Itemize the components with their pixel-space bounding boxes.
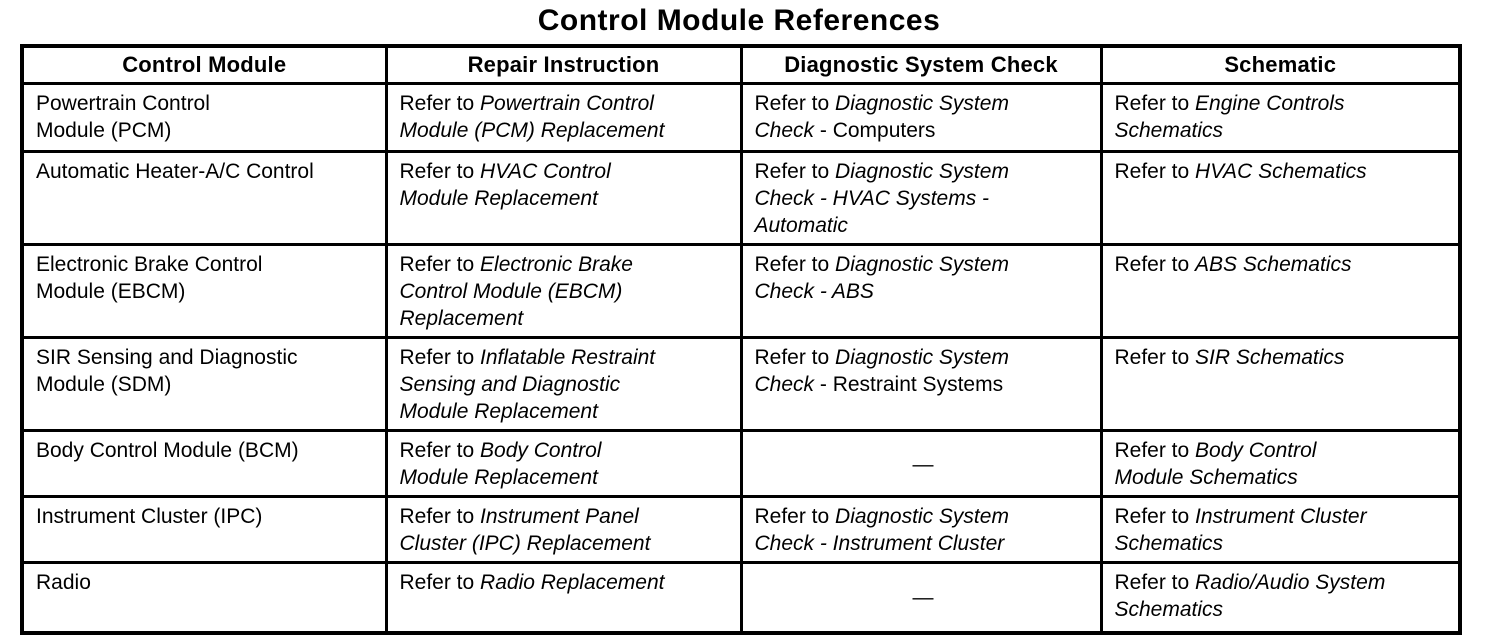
table-row-radio: Radio Refer to Radio Replacement — Refer… <box>20 561 1462 634</box>
cell-control-module: Electronic Brake Control Module (EBCM) <box>20 243 388 339</box>
cell-repair-instruction: Refer to Radio Replacement <box>384 561 743 634</box>
cell-control-module: SIR Sensing and Diagnostic Module (SDM) <box>20 336 388 432</box>
cell-schematic: Refer to Body Control Module Schematics <box>1099 429 1462 498</box>
cell-diagnostic-system-check: Refer to Diagnostic System Check - Restr… <box>739 336 1103 432</box>
table-row-hvac: Automatic Heater-A/C Control Refer to HV… <box>20 150 1462 246</box>
cell-schematic: Refer to Radio/Audio System Schematics <box>1099 561 1462 634</box>
column-header-control-module: Control Module <box>20 44 388 85</box>
table-row-sdm: SIR Sensing and Diagnostic Module (SDM) … <box>20 336 1462 432</box>
cell-schematic: Refer to ABS Schematics <box>1099 243 1462 339</box>
cell-repair-instruction: Refer to Electronic Brake Control Module… <box>384 243 743 339</box>
table-row-ebcm: Electronic Brake Control Module (EBCM) R… <box>20 243 1462 339</box>
table-row-pcm: Powertrain Control Module (PCM) Refer to… <box>20 82 1462 153</box>
cell-control-module: Instrument Cluster (IPC) <box>20 495 388 564</box>
table-row-ipc: Instrument Cluster (IPC) Refer to Instru… <box>20 495 1462 564</box>
cell-diagnostic-system-check: — <box>739 429 1103 498</box>
cell-diagnostic-system-check: — <box>739 561 1103 634</box>
cell-repair-instruction: Refer to Body Control Module Replacement <box>384 429 743 498</box>
table-header-row: Control Module Repair Instruction Diagno… <box>20 44 1462 85</box>
cell-schematic: Refer to SIR Schematics <box>1099 336 1462 432</box>
cell-repair-instruction: Refer to Inflatable Restraint Sensing an… <box>384 336 743 432</box>
cell-control-module: Automatic Heater-A/C Control <box>20 150 388 246</box>
cell-control-module: Powertrain Control Module (PCM) <box>20 82 388 153</box>
cell-schematic: Refer to Instrument Cluster Schematics <box>1099 495 1462 564</box>
cell-control-module: Body Control Module (BCM) <box>20 429 388 498</box>
cell-diagnostic-system-check: Refer to Diagnostic System Check - Instr… <box>739 495 1103 564</box>
cell-repair-instruction: Refer to HVAC Control Module Replacement <box>384 150 743 246</box>
column-header-diagnostic-system-check: Diagnostic System Check <box>739 44 1103 85</box>
cell-control-module: Radio <box>20 561 388 634</box>
column-header-schematic: Schematic <box>1099 44 1462 85</box>
table-row-bcm: Body Control Module (BCM) Refer to Body … <box>20 429 1462 498</box>
document-page: Control Module References Control Module… <box>20 4 1462 635</box>
cell-schematic: Refer to Engine Controls Schematics <box>1099 82 1462 153</box>
control-module-references-table: Control Module Repair Instruction Diagno… <box>20 44 1462 635</box>
column-header-repair-instruction: Repair Instruction <box>384 44 743 85</box>
page-title: Control Module References <box>537 4 941 37</box>
cell-repair-instruction: Refer to Powertrain Control Module (PCM)… <box>384 82 743 153</box>
cell-diagnostic-system-check: Refer to Diagnostic System Check - ABS <box>739 243 1103 339</box>
cell-diagnostic-system-check: Refer to Diagnostic System Check - HVAC … <box>739 150 1103 246</box>
cell-repair-instruction: Refer to Instrument Panel Cluster (IPC) … <box>384 495 743 564</box>
cell-schematic: Refer to HVAC Schematics <box>1099 150 1462 246</box>
cell-diagnostic-system-check: Refer to Diagnostic System Check - Compu… <box>739 82 1103 153</box>
